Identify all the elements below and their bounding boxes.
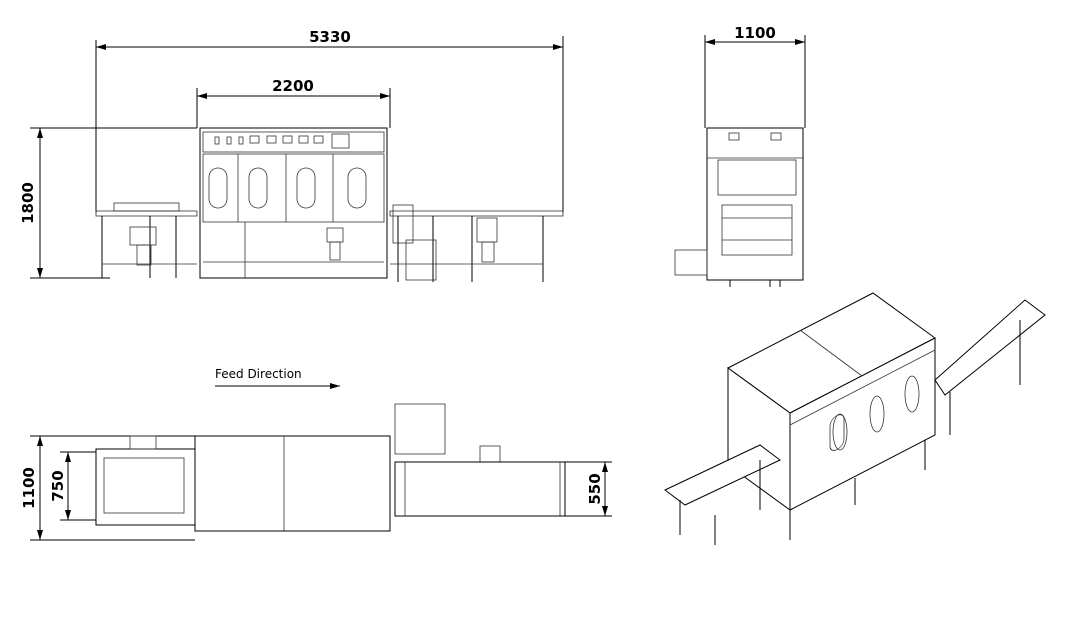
- feed-direction-label: Feed Direction: [215, 367, 302, 381]
- side-view: 1100: [674, 24, 806, 287]
- dimension-1100-top: 1100: [20, 467, 38, 509]
- dimension-5330: 5330: [309, 28, 351, 46]
- cabinet: [199, 127, 388, 279]
- dimension-2200: 2200: [272, 77, 314, 95]
- dimension-550: 550: [586, 473, 604, 504]
- isometric-view: [664, 292, 1046, 545]
- dimension-1800: 1800: [19, 182, 37, 224]
- front-view: 5330 2200 1800: [19, 28, 564, 282]
- dimension-750: 750: [49, 470, 67, 501]
- top-view: Feed Direction 1100 750 550: [20, 367, 612, 541]
- dimension-1100-side: 1100: [734, 24, 776, 42]
